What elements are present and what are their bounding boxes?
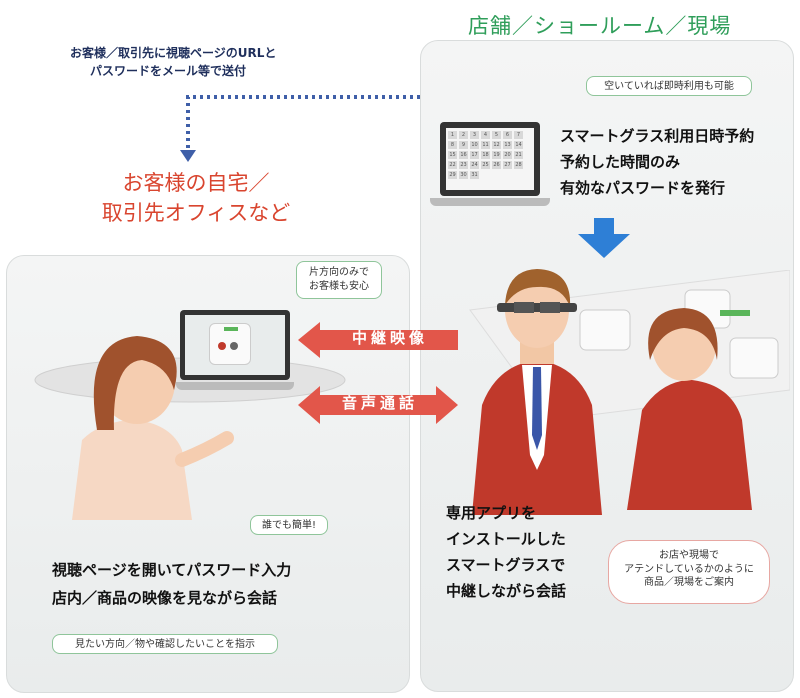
- voice-call-label: 音声通話: [341, 394, 418, 412]
- booking-text: スマートグラス利用日時予約 予約した時間のみ 有効なパスワードを発行: [560, 123, 754, 201]
- relay-preview: [185, 315, 285, 375]
- calendar-day: 31: [470, 171, 479, 179]
- calendar-day: 11: [481, 141, 490, 149]
- send-note-line1: お客様／取引先に視聴ページのURLと: [70, 46, 277, 60]
- calendar-day: 12: [492, 141, 501, 149]
- customer-location-line1: お客様の自宅／: [122, 171, 270, 195]
- booking-line2: 予約した時間のみ: [560, 153, 681, 171]
- calendar-day: 3: [470, 131, 479, 139]
- booking-line3: 有効なパスワードを発行: [560, 179, 726, 197]
- send-note: お客様／取引先に視聴ページのURLと パスワードをメール等で送付: [70, 44, 276, 80]
- customer-laptop-base: [176, 382, 294, 390]
- calendar-day: 17: [470, 151, 479, 159]
- app-line1: 専用アプリを: [446, 504, 537, 522]
- customer-laptop: [176, 310, 294, 394]
- instant-use-bubble: 空いていれば即時利用も可能: [586, 76, 752, 96]
- relay-label: 中継映像: [351, 329, 428, 347]
- direction-bubble: 見たい方向／物や確認したいことを指示: [52, 634, 278, 654]
- viewer-line2: 店内／商品の映像を見ながら会話: [52, 589, 278, 607]
- customer-laptop-screen: [180, 310, 290, 380]
- calendar-day: 16: [459, 151, 468, 159]
- guide-bubble: お店や現場で アテンドしているかのように 商品／現場をご案内: [608, 540, 770, 604]
- calendar-day: 1: [448, 131, 457, 139]
- relay-product-icon: [209, 323, 251, 365]
- calendar-day: 29: [448, 171, 457, 179]
- calendar-day: 26: [492, 161, 501, 169]
- viewer-instructions: 視聴ページを開いてパスワード入力 店内／商品の映像を見ながら会話: [52, 556, 291, 612]
- calendar-day: 22: [448, 161, 457, 169]
- guide-bubble-line3: 商品／現場をご案内: [644, 577, 734, 588]
- calendar-day: 14: [514, 141, 523, 149]
- calendar-day: 6: [503, 131, 512, 139]
- calendar-day: 27: [503, 161, 512, 169]
- calendar-day: 23: [459, 161, 468, 169]
- calendar-day: 15: [448, 151, 457, 159]
- calendar-day: 8: [448, 141, 457, 149]
- one-way-line2: お客様も安心: [309, 280, 369, 292]
- calendar-day: 9: [459, 141, 468, 149]
- voice-call-arrow: [298, 386, 458, 424]
- calendar-day: 5: [492, 131, 501, 139]
- store-showroom-title: 店舗／ショールーム／現場: [468, 14, 732, 38]
- staff-with-smart-glasses: [472, 269, 602, 515]
- send-note-line2: パスワードをメール等で送付: [90, 64, 247, 78]
- guide-bubble-line1: お店や現場で: [659, 550, 719, 561]
- calendar-day: 19: [492, 151, 501, 159]
- calendar-day: 2: [459, 131, 468, 139]
- one-way-line1: 片方向のみで: [309, 267, 369, 278]
- calendar-day: 24: [470, 161, 479, 169]
- calendar-day: 18: [481, 151, 490, 159]
- calendar-day: 4: [481, 131, 490, 139]
- booking-line1: スマートグラス利用日時予約: [560, 127, 755, 145]
- home-customer: [72, 336, 234, 520]
- calendar-day: 28: [514, 161, 523, 169]
- relay-arrow: [298, 322, 458, 358]
- customer-location-line2: 取引先オフィスなど: [101, 201, 291, 225]
- calendar-day: 13: [503, 141, 512, 149]
- calendar-day: 7: [514, 131, 523, 139]
- laptop-base: [430, 198, 550, 206]
- app-line3: スマートグラスで: [446, 556, 566, 574]
- store-customer: [627, 308, 752, 510]
- guide-bubble-line2: アテンドしているかのように: [624, 563, 754, 575]
- app-line4: 中継しながら会話: [446, 582, 567, 600]
- calendar-day: 25: [481, 161, 490, 169]
- one-way-bubble: 片方向のみで お客様も安心: [296, 261, 382, 299]
- calendar-day: 10: [470, 141, 479, 149]
- calendar-day: 20: [503, 151, 512, 159]
- app-text: 専用アプリを インストールした スマートグラスで 中継しながら会話: [446, 500, 566, 604]
- customer-location-heading: お客様の自宅／ 取引先オフィスなど: [96, 168, 296, 228]
- down-arrow-icon: [578, 218, 630, 258]
- viewer-line1: 視聴ページを開いてパスワード入力: [52, 561, 292, 579]
- app-line2: インストールした: [446, 530, 566, 548]
- easy-bubble: 誰でも簡単!: [250, 515, 328, 535]
- calendar-day: 30: [459, 171, 468, 179]
- calendar-day: 21: [514, 151, 523, 159]
